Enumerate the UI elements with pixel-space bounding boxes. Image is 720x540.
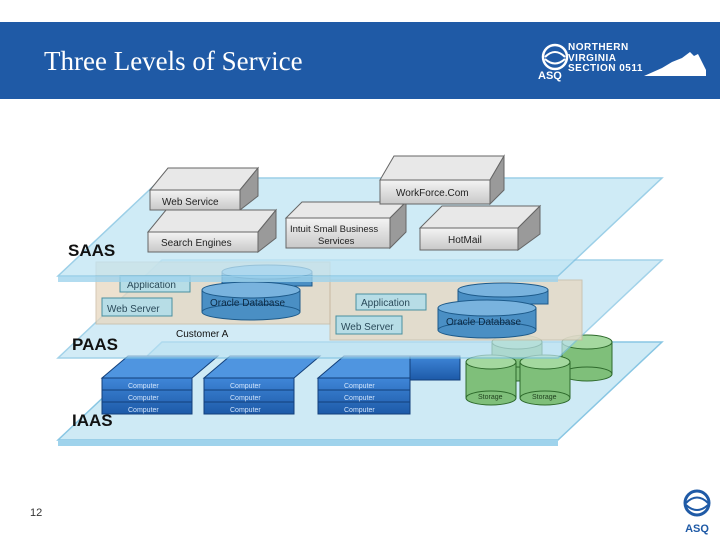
computer-label: Computer bbox=[230, 407, 261, 414]
computer-label: Computer bbox=[128, 407, 159, 414]
web-server-box: Web Server bbox=[335, 315, 403, 335]
computer-stack-back bbox=[409, 355, 461, 381]
svg-text:Intuit Small Business: Intuit Small Business bbox=[290, 224, 378, 235]
asq-globe-icon bbox=[683, 489, 711, 517]
footer-asq-logo: ASQ bbox=[680, 488, 714, 535]
customer-a-label: Customer A bbox=[176, 329, 229, 340]
web-server-box: Web Server bbox=[101, 297, 173, 317]
web-service-box: Web Service bbox=[148, 166, 260, 212]
computer-label: Computer bbox=[230, 383, 261, 390]
storage-cylinder: Storage bbox=[519, 354, 571, 406]
svg-text:WorkForce.Com: WorkForce.Com bbox=[396, 188, 469, 199]
computer-label: Computer bbox=[344, 395, 375, 402]
logo-asq-label: ASQ bbox=[538, 70, 562, 82]
svg-text:Web Service: Web Service bbox=[162, 197, 219, 208]
logo-text: NORTHERN VIRGINIA SECTION 0511 bbox=[568, 42, 643, 74]
intuit-box: Intuit Small Business Services bbox=[284, 200, 408, 250]
svg-text:Search Engines: Search Engines bbox=[161, 238, 232, 249]
slide-header: Three Levels of Service NORTHERN VIRGINI… bbox=[0, 22, 720, 99]
computer-label: Computer bbox=[128, 383, 159, 390]
storage-cylinder: Storage bbox=[465, 354, 517, 406]
virginia-state-icon bbox=[644, 52, 706, 76]
page-number: 12 bbox=[30, 507, 43, 519]
computer-label: Computer bbox=[230, 395, 261, 402]
svg-text:Services: Services bbox=[318, 236, 355, 247]
slide-title: Three Levels of Service bbox=[44, 46, 303, 76]
asq-section-logo: NORTHERN VIRGINIA SECTION 0511 ASQ bbox=[538, 40, 710, 86]
svg-text:Web Server: Web Server bbox=[107, 304, 160, 315]
svg-text:Oracle Database: Oracle Database bbox=[446, 317, 521, 328]
footer-asq-label: ASQ bbox=[685, 523, 709, 535]
computer-label: Computer bbox=[128, 395, 159, 402]
svg-text:Oracle Database: Oracle Database bbox=[210, 298, 285, 309]
svg-text:Web Server: Web Server bbox=[341, 322, 394, 333]
computer-label: Computer bbox=[344, 383, 375, 390]
hotmail-box: HotMail bbox=[418, 204, 542, 251]
storage-label: Storage bbox=[532, 394, 557, 401]
computer-stack-3: Computer Computer Computer bbox=[316, 355, 438, 415]
oracle-db-cylinder: Oracle Database bbox=[437, 282, 549, 339]
storage-label: Storage bbox=[478, 394, 503, 401]
computer-stack-2: Computer Computer Computer bbox=[202, 355, 322, 415]
application-box: Application bbox=[355, 293, 427, 311]
svg-text:Application: Application bbox=[127, 280, 176, 291]
asq-globe-icon bbox=[541, 43, 569, 71]
paas-label: PAAS bbox=[72, 335, 118, 354]
saas-label: SAAS bbox=[68, 241, 115, 260]
computer-stack-1: Computer Computer Computer bbox=[100, 355, 220, 415]
svg-text:Application: Application bbox=[361, 298, 410, 309]
search-engines-box: Search Engines bbox=[146, 208, 278, 254]
workforce-box: WorkForce.Com bbox=[379, 154, 505, 206]
computer-label: Computer bbox=[344, 407, 375, 414]
iaas-label: IAAS bbox=[72, 411, 113, 430]
svg-text:HotMail: HotMail bbox=[448, 235, 482, 246]
